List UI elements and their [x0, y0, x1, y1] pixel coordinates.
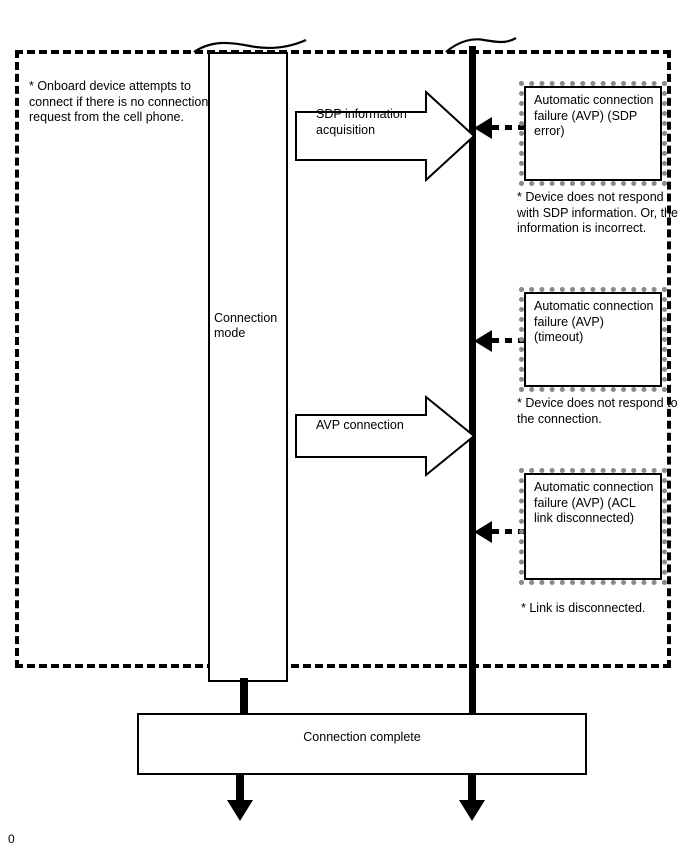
callout-2-box: Automatic connection failure (AVP) (time… — [524, 292, 662, 387]
lane-device-timeline — [469, 46, 476, 714]
callout-2-arrowhead — [474, 330, 492, 352]
boundary-note: * Onboard device attempts to connect if … — [29, 79, 209, 124]
exit-arrow-left-stem — [236, 775, 244, 803]
callout-1-shadow — [519, 81, 667, 186]
callout-1-title: Automatic connection failure (AVP) (SDP … — [534, 93, 654, 138]
callout-3-leader — [492, 529, 528, 534]
callout-2-leader — [492, 338, 528, 343]
callout-1-arrowhead — [474, 117, 492, 139]
callout-3-arrowhead — [474, 521, 492, 543]
callout-automatic-connection-failure-sdp-error: Automatic connection failure (AVP) (SDP … — [519, 81, 667, 186]
connection-complete-label: Connection complete — [303, 730, 421, 744]
callout-3-title: Automatic connection failure (AVP) (ACL … — [534, 480, 654, 525]
callout-2-note: * Device does not respond to the connect… — [517, 396, 678, 426]
right-lane-break-icon — [445, 37, 517, 53]
callout-3-box: Automatic connection failure (AVP) (ACL … — [524, 473, 662, 580]
flow-arrow-avp-connection-label: AVP connection — [316, 418, 404, 432]
connection-complete-bar: Connection complete — [137, 713, 587, 775]
callout-automatic-connection-failure-acl-link-disconnected: Automatic connection failure (AVP) (ACL … — [519, 468, 667, 585]
flow-arrow-avp-connection — [295, 395, 476, 477]
callout-2-shadow — [519, 287, 667, 392]
callout-automatic-connection-failure-timeout: Automatic connection failure (AVP) (time… — [519, 287, 667, 392]
corner-mark: 0 — [8, 832, 15, 846]
callout-2-title: Automatic connection failure (AVP) (time… — [534, 299, 654, 344]
flow-arrow-sdp-information-acquisition-label: SDP information acquisition — [316, 107, 407, 137]
automatic-connection-region — [15, 50, 671, 668]
lane-connection-mode — [208, 52, 288, 682]
exit-arrow-right-head — [459, 800, 485, 821]
exit-arrow-left-head — [227, 800, 253, 821]
callout-1-note: * Device does not respond with SDP infor… — [517, 190, 678, 235]
callout-1-leader — [492, 125, 528, 130]
lane-connection-mode-stem — [240, 678, 248, 714]
left-lane-break-icon — [193, 38, 307, 53]
lane-connection-mode-label: Connection mode — [214, 311, 278, 340]
callout-3-shadow — [519, 468, 667, 585]
flow-arrow-sdp-information-acquisition — [295, 90, 476, 182]
callout-3-note: * Link is disconnected. — [521, 601, 646, 615]
exit-arrow-right-stem — [468, 775, 476, 803]
callout-1-box: Automatic connection failure (AVP) (SDP … — [524, 86, 662, 181]
